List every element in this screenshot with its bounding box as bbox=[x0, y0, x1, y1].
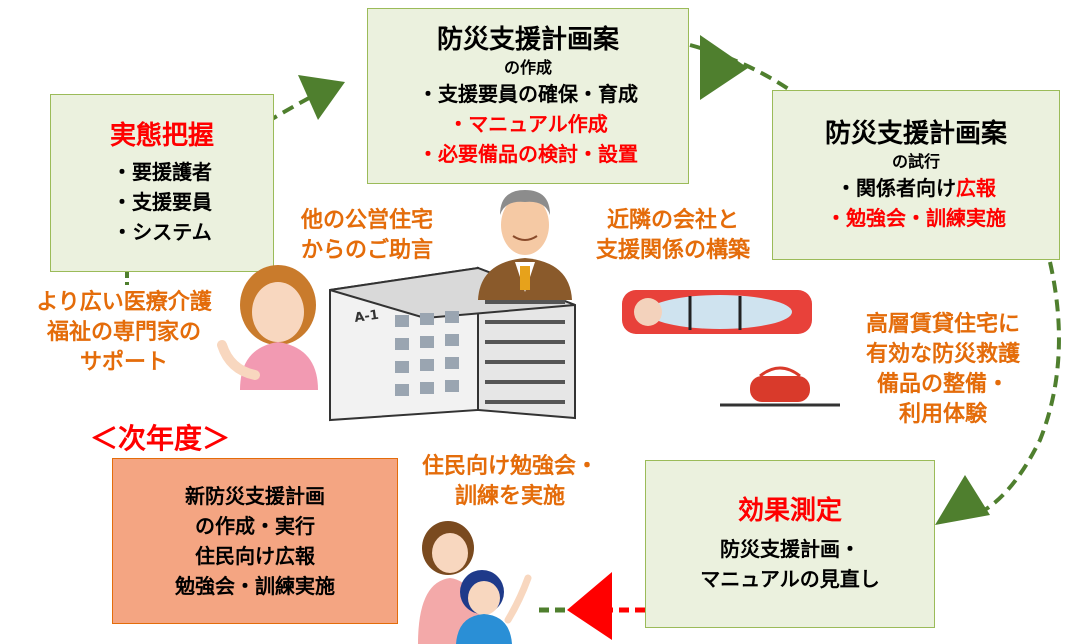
note-public-housing: 他の公営住宅 からのご助言 bbox=[282, 206, 452, 266]
step-survey-item-2: ・支援要員 bbox=[112, 190, 212, 214]
step-effect-box: 効果測定 防災支援計画・ マニュアルの見直し bbox=[645, 460, 935, 628]
note-public-housing-line-1: 他の公営住宅 bbox=[300, 208, 433, 233]
note-experts-line-2: 福祉の専門家の bbox=[46, 320, 201, 345]
step-trial-title: 防災支援計画案 bbox=[824, 119, 1007, 149]
step-trial-box: 防災支援計画案 の試行 ・関係者向け広報 ・勉強会・訓練実施 bbox=[772, 90, 1060, 260]
note-residents-training-line-2: 訓練を実施 bbox=[454, 484, 565, 509]
step-effect-line-1: 防災支援計画・ bbox=[720, 537, 860, 561]
note-equipment-line-1: 高層賃貸住宅に bbox=[865, 312, 1020, 337]
step-effect-line-2: マニュアルの見直し bbox=[700, 567, 880, 591]
arrow-trial-to-effect bbox=[974, 261, 1061, 517]
note-neighbor-company-line-1: 近隣の会社と bbox=[606, 208, 739, 233]
next-year-line-2: の作成・実行 bbox=[195, 514, 315, 538]
arrowhead-plan-to-trial bbox=[700, 35, 748, 100]
arrowhead-survey-to-plan bbox=[298, 75, 345, 120]
note-equipment-line-4: 利用体験 bbox=[898, 402, 987, 427]
step-trial-item-1: ・関係者向け広報 bbox=[836, 173, 996, 203]
building-label: A-1 bbox=[353, 308, 379, 326]
step-plan-item-1: ・支援要員の確保・育成 bbox=[418, 82, 638, 106]
next-year-line-1: 新防災支援計画 bbox=[185, 484, 325, 508]
businessman-icon bbox=[478, 190, 572, 300]
step-plan-box: 防災支援計画案 の作成 ・支援要員の確保・育成 ・マニュアル作成 ・必要備品の検… bbox=[367, 8, 689, 184]
step-plan-item-2: ・マニュアル作成 bbox=[448, 112, 608, 136]
apartment-building-icon: A-1 bbox=[329, 266, 576, 422]
step-plan-title: 防災支援計画案 bbox=[436, 25, 619, 55]
arrowhead-effect-to-nextyear bbox=[567, 572, 612, 640]
note-residents-training-line-1: 住民向け勉強会・ bbox=[421, 454, 598, 479]
note-equipment-line-2: 有効な防災救護 bbox=[865, 342, 1020, 367]
note-neighbor-company: 近隣の会社と 支援関係の構築 bbox=[578, 206, 768, 266]
arrowhead-trial-to-effect bbox=[935, 475, 990, 525]
note-public-housing-line-2: からのご助言 bbox=[300, 238, 433, 263]
note-experts-line-1: より広い医療介護 bbox=[36, 290, 212, 315]
step-survey-item-1: ・要援護者 bbox=[112, 160, 212, 184]
step-trial-item-2: ・勉強会・訓練実施 bbox=[826, 206, 1006, 230]
step-plan-item-3: ・必要備品の検討・設置 bbox=[418, 142, 638, 166]
step-survey-item-3: ・システム bbox=[112, 220, 212, 244]
note-equipment-line-3: 備品の整備・ bbox=[876, 372, 1009, 397]
note-experts-line-3: サポート bbox=[79, 350, 168, 375]
note-experts: より広い医療介護 福祉の専門家の サポート bbox=[6, 288, 242, 378]
step-plan-subtitle: の作成 bbox=[503, 58, 552, 77]
note-equipment: 高層賃貸住宅に 有効な防災救護 備品の整備・ 利用体験 bbox=[842, 310, 1044, 430]
family-icon bbox=[418, 521, 532, 644]
next-year-box: 新防災支援計画 の作成・実行 住民向け広報 勉強会・訓練実施 bbox=[112, 458, 398, 624]
step-trial-subtitle: の試行 bbox=[891, 152, 940, 171]
note-neighbor-company-line-2: 支援関係の構築 bbox=[595, 238, 750, 263]
step-survey-box: 実態把握 ・要援護者 ・支援要員 ・システム bbox=[50, 94, 274, 272]
stretcher-icon bbox=[622, 290, 840, 407]
step-trial-item-1-highlight: 広報 bbox=[956, 176, 996, 200]
next-year-line-3: 住民向け広報 bbox=[195, 544, 315, 568]
step-trial-item-1-prefix: ・関係者向け bbox=[836, 176, 956, 200]
next-year-heading: ＜次年度＞ bbox=[90, 422, 231, 455]
next-year-line-4: 勉強会・訓練実施 bbox=[175, 574, 335, 598]
note-residents-training: 住民向け勉強会・ 訓練を実施 bbox=[405, 452, 615, 512]
woman-icon bbox=[217, 265, 318, 390]
step-effect-title: 効果測定 bbox=[737, 496, 842, 526]
step-survey-title: 実態把握 bbox=[109, 121, 214, 151]
